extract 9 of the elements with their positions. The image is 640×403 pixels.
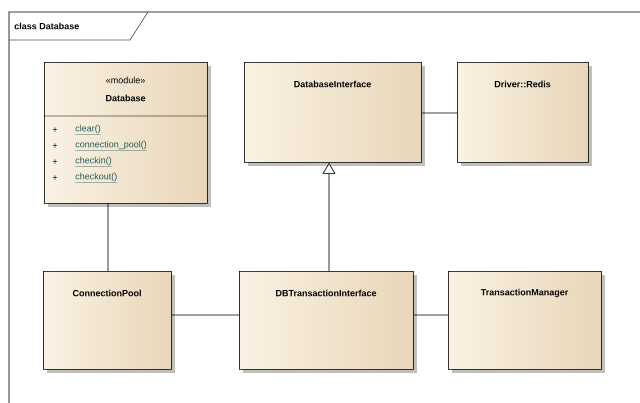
class-box: Driver::Redis	[457, 62, 592, 166]
class-box: «module» Database + clear() + connection_pool() + checkin() + checkout()	[44, 62, 211, 207]
class-box: DBTransactionInterface	[239, 271, 417, 373]
class-box: DatabaseInterface	[244, 62, 425, 166]
connector	[171, 314, 240, 316]
class-box: ConnectionPool	[43, 271, 175, 373]
connector	[421, 112, 458, 114]
connector	[413, 314, 448, 316]
class-box: TransactionManager	[448, 271, 605, 373]
